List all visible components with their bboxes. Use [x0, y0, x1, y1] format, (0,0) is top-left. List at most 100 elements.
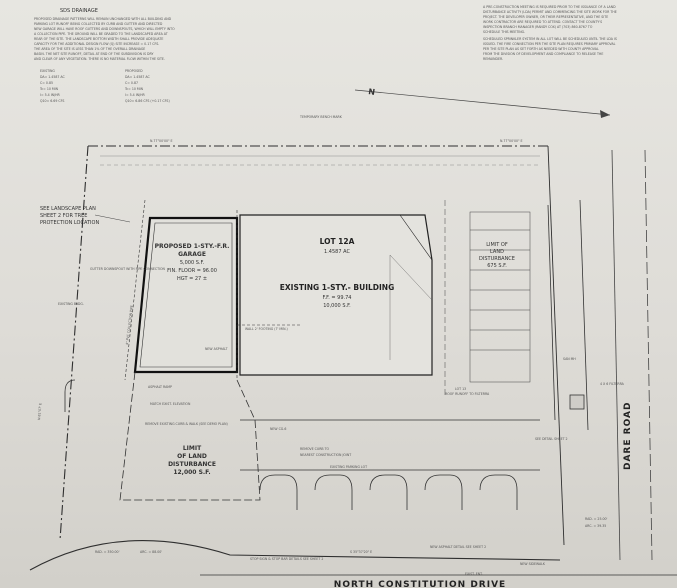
drainage-notes-heading: SDS DRAINAGE — [60, 8, 98, 14]
new-asphalt-label: NEW ASPHALT — [205, 347, 228, 351]
landscape-note-2: SHEET 2 FOR TREE — [40, 213, 87, 219]
construction-joint-label: NEAREST CONSTRUCTION JOINT — [300, 453, 351, 457]
lod-right-line-1: LIMIT OF — [486, 242, 508, 248]
general-note-line: SCHEDULE THIS MEETING. — [483, 30, 525, 34]
general-note-line: A PRE-CONSTRUCTION MEETING IS REQUIRED P… — [483, 5, 616, 9]
west-arc: ARC. = 88.00' — [140, 550, 162, 554]
lot-label: LOT 12A — [320, 237, 355, 246]
proposed-value: I= 5.4 IN/HR — [125, 93, 146, 97]
lod-left-line-4: 12,000 S.F. — [173, 469, 210, 476]
garage-subtitle: GARAGE — [178, 251, 206, 258]
general-note-line: PROJECT. THE DEVELOPER OWNER, OR THEIR R… — [483, 15, 608, 19]
curve-bearing: S 35°37'20" E — [350, 550, 372, 554]
front-parking-islands — [64, 379, 540, 510]
right-lot-label: LOT 13 — [455, 387, 466, 391]
lod-left-line-2: OF LAND — [177, 453, 207, 460]
existing-value: DA= 1.4587 AC — [40, 75, 66, 79]
north-bearing-east: N.77°00'00" E — [500, 139, 523, 143]
garage-floor-elevation: FIN. FLOOR = 96.00 — [167, 268, 217, 274]
existing-value: Tc= 10 MIN — [39, 87, 59, 91]
drainage-note-line: PARKING LOT RUNOFF BEING COLLECTED BY CU… — [34, 22, 163, 26]
general-note-line: WORK CONTRACTOR ARE REQUIRED TO ATTEND. … — [483, 20, 602, 24]
filterra-label: 4 X 6 FILTERRA — [600, 382, 625, 386]
existing-value: C= 0.85 — [40, 81, 53, 85]
dare-road-label: DARE ROAD — [623, 402, 633, 470]
existing-value: I= 5.4 IN/HR — [40, 93, 61, 97]
drainage-note-line: A COLLECTION PIPE. THE GROUND WILL BE GR… — [34, 32, 168, 36]
parking-right — [444, 200, 531, 395]
asphalt-ramp-label: ASPHALT RAMP — [148, 385, 172, 389]
lod-left-boundary — [119, 371, 261, 501]
parking-note: EXISTING PARKING LOT — [330, 465, 367, 469]
property-boundary — [29, 145, 565, 571]
proposed-label: PROPOSED — [125, 69, 143, 73]
remove-curb-to-label: REMOVE CURB TO — [300, 447, 330, 451]
landscape-note-1: SEE LANDSCAPE PLAN — [40, 206, 96, 212]
roof-runoff-note: ROOF RUNOFF TO FILTERRA — [445, 392, 490, 396]
general-note-line: ISSUED. THE FIRE CONNECTION PER THE SITE… — [483, 42, 616, 46]
lod-left-line-1: LIMIT — [183, 445, 202, 452]
wall-note: WALL 2' FOOTING (7' MIN.) — [245, 327, 288, 331]
landscape-note-3: PROTECTION LOCATION — [40, 220, 99, 226]
north-landscape-strip — [100, 155, 540, 166]
new-asphalt-detail-note: NEW ASPHALT DETAIL SEE SHEET 2 — [430, 545, 486, 549]
north-arrow-label: N — [368, 87, 376, 97]
existing-building — [239, 214, 433, 376]
lod-right-line-3: DISTURBANCE — [479, 256, 515, 262]
west-lot-label: EXISTING BLDG. — [58, 302, 84, 306]
proposed-value: DA= 1.4587 AC — [125, 75, 151, 79]
existing-entrance-label: EXIST. ENT. — [465, 572, 483, 576]
garage-height: HGT = 27 ± — [177, 276, 207, 282]
new-cg-label: NEW CG-6 — [270, 427, 286, 431]
lot-area: 1.4587 AC — [324, 249, 350, 255]
proposed-value: Q10= 6.86 CFS (+0.17 CFS) — [125, 99, 170, 103]
general-note-line: DISTURBANCE ACTIVITY (LDA) PERMIT AND CO… — [483, 10, 617, 14]
match-elevation-label: MATCH EXIST. ELEVATION — [150, 402, 191, 406]
see-detail-note: SEE DETAIL SHEET 2 — [535, 437, 568, 441]
general-note-line: INSPECTION BRANCH MANAGER (RANDY COX) AT… — [483, 25, 593, 29]
proposed-value: Tc= 10 MIN — [124, 87, 144, 91]
east-driveway — [547, 199, 589, 431]
general-note-line: SCHEDULED SPRINKLER SYSTEM IN ALL LOT WI… — [483, 37, 617, 41]
general-note-line: REMAINDER. — [483, 57, 503, 61]
general-note-line: FROM THE DIVISION OF DEVELOPMENT AND COM… — [483, 52, 603, 56]
building-area: 10,000 S.F. — [323, 303, 351, 309]
new-sidewalk-label: NEW SIDEWALK — [520, 562, 546, 566]
tbm-label: TEMPORARY BENCH MARK — [299, 115, 343, 119]
drainage-note-line: PROPOSED DRAINAGE PATTERNS WILL REMAIN U… — [34, 17, 172, 21]
drainage-note-line: REAR OF THE SITE. THE LANDSCAPE BOTTOM W… — [34, 37, 163, 41]
lod-left-line-3: DISTURBANCE — [168, 461, 216, 468]
existing-value: Q10= 6.69 CFS — [40, 99, 64, 103]
gutter-note: GUTTER DOWNSPOUT WITH PIPE CONNECTION — [90, 267, 166, 271]
drainage-notes: SDS DRAINAGE PROPOSED DRAINAGE PATTERNS … — [33, 8, 175, 103]
lod-right-line-4: 675 S.F. — [487, 263, 507, 269]
building-floor-elevation: F.F. = 99.74 — [322, 295, 351, 301]
east-arc: ARC. = 39.35 — [585, 524, 606, 528]
stop-sign-note: STOP SIGN & STOP BAR DETAILS SEE SHEET 2 — [250, 557, 323, 561]
drainage-note-line: CAPACITY FOR THE ADDITIONAL DESIGN FLOW … — [34, 42, 159, 46]
drainage-note-line: NEW GARAGE WILL HAVE ROOF GUTTERS AND DO… — [34, 27, 175, 31]
collection-pipe — [124, 199, 300, 381]
drainage-note-line: AND CLEAR OF ANY VEGETATION. THERE IS NO… — [34, 57, 165, 61]
general-notes: A PRE-CONSTRUCTION MEETING IS REQUIRED P… — [483, 5, 617, 61]
garage-area: 5,000 S.F. — [180, 260, 205, 266]
drainage-note-line: THE AREA OF THE SITE IS LESS THAN 1% OF … — [33, 47, 145, 51]
general-note-line: PER THE SITE PLAN AS SET FORTH AS NEEDED… — [483, 47, 599, 51]
north-bearing: N.77°00'00" E — [150, 139, 173, 143]
west-radius: RAD. = 350.00' — [95, 550, 120, 554]
lod-right-line-2: LAND — [490, 249, 504, 255]
landscape-leader — [94, 214, 131, 223]
garage-title: PROPOSED 1-STY.-F.R. — [155, 243, 230, 250]
collection-pipe-label: 4" PVC COLLECTION PIPE — [125, 305, 134, 345]
west-bearing: N 81°07' E — [37, 403, 42, 420]
north-constitution-drive-label: NORTH CONSTITUTION DRIVE — [334, 580, 506, 588]
drainage-note-line: BASIN. THE NET SITE RUNOFF, DETAIL AT EN… — [34, 52, 153, 56]
proposed-value: C= 0.87 — [125, 81, 138, 85]
building-title: EXISTING 1-STY.- BUILDING — [280, 283, 395, 292]
east-radius: RAD. = 25.00' — [585, 517, 608, 521]
existing-label: EXISTING — [40, 69, 55, 73]
remove-curb-label: REMOVE EXISTING CURB & WALK (SEE DEMO PL… — [145, 422, 228, 426]
mh-label: SAN MH — [563, 357, 576, 361]
